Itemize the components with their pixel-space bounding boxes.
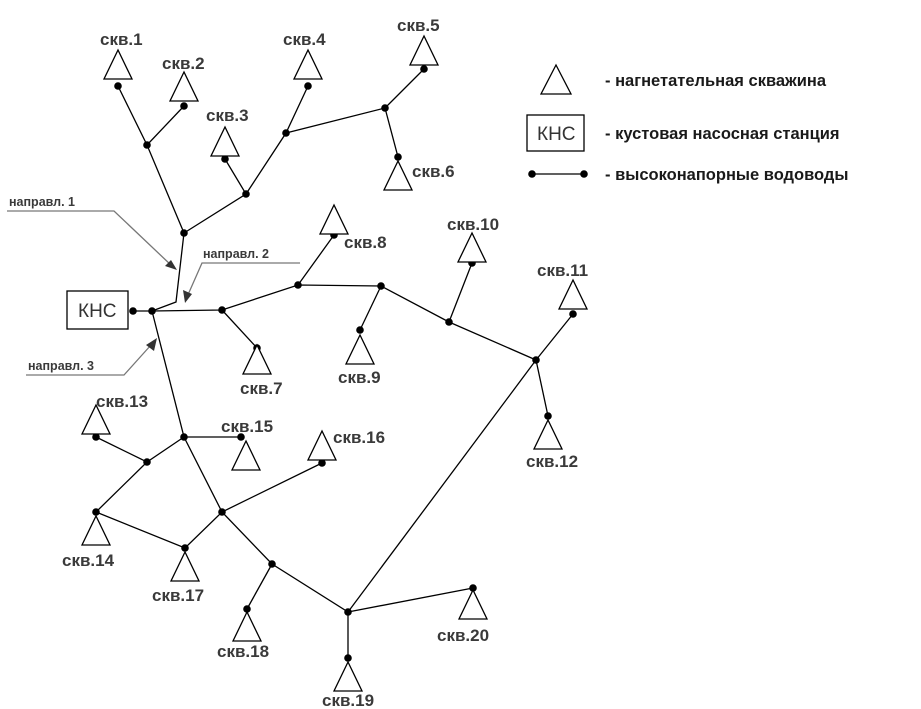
- direction-1-arrowhead: [165, 260, 177, 270]
- well-6-icon: [382, 159, 414, 191]
- legend-pipe-text: - высоконапорные водоводы: [605, 166, 848, 184]
- well-18-icon: [231, 610, 263, 642]
- well-label: скв.5: [397, 16, 440, 35]
- well-label: скв.2: [162, 54, 205, 73]
- pipelines: [94, 68, 574, 658]
- well-label: скв.12: [526, 452, 578, 471]
- well-1-icon: [102, 48, 134, 80]
- well-9-icon: [344, 333, 376, 365]
- well-10-icon: [456, 231, 488, 263]
- direction-1-label: направл. 1: [9, 195, 75, 209]
- kns-label: КНС: [78, 301, 117, 322]
- direction-3-label: направл. 3: [28, 359, 94, 373]
- well-labels: скв.1 скв.2 скв.3 скв.4 скв.5 скв.6 скв.…: [62, 16, 588, 709]
- well-label: скв.6: [412, 162, 455, 181]
- kns-station: КНС: [66, 290, 129, 330]
- pipe-dir2: [151, 284, 549, 417]
- well-label: скв.7: [240, 379, 283, 398]
- well-label: скв.3: [206, 106, 249, 125]
- well-label: скв.8: [344, 233, 387, 252]
- direction-2-arrowhead: [183, 290, 192, 303]
- legend-kns-label: КНС: [537, 124, 576, 145]
- well-3-icon: [209, 125, 241, 157]
- pipe-dir3: [151, 310, 349, 658]
- well-label: скв.20: [437, 626, 489, 645]
- well-15-icon: [230, 439, 262, 471]
- well-8-icon: [318, 203, 350, 235]
- wells: [80, 34, 589, 692]
- well-20-icon: [457, 588, 489, 620]
- well-label: скв.17: [152, 586, 204, 605]
- pipe-nodes: [92, 65, 577, 662]
- well-label: скв.11: [537, 261, 588, 280]
- direction-2-label: направл. 2: [203, 247, 269, 261]
- well-label: скв.1: [100, 30, 143, 49]
- legend-well-text: - нагнетательная скважина: [605, 72, 827, 90]
- well-19-icon: [332, 660, 364, 692]
- well-5-icon: [408, 34, 440, 66]
- well-label: скв.14: [62, 551, 115, 570]
- well-label: скв.16: [333, 428, 385, 447]
- well-17-icon: [169, 550, 201, 582]
- well-label: скв.18: [217, 642, 269, 661]
- well-14-icon: [80, 514, 112, 546]
- well-13-icon: [80, 403, 112, 435]
- well-label: скв.15: [221, 417, 273, 436]
- well-7-icon: [241, 343, 273, 375]
- direction-3-arrowhead: [146, 338, 157, 351]
- pipe-dir1: [117, 85, 185, 312]
- well-11-icon: [557, 278, 589, 310]
- well-label: скв.4: [283, 30, 326, 49]
- well-2-icon: [168, 70, 200, 102]
- legend: - нагнетательная скважина КНС - кустовая…: [526, 63, 848, 184]
- well-16-icon: [306, 429, 338, 461]
- legend-kns-box: [526, 114, 585, 152]
- well-12-icon: [532, 418, 564, 450]
- well-4-icon: [292, 48, 324, 80]
- legend-well-icon: [539, 63, 573, 95]
- legend-kns-text: - кустовая насосная станция: [605, 125, 840, 143]
- well-label: скв.13: [96, 392, 148, 411]
- well-label: скв.10: [447, 215, 499, 234]
- direction-annotations: направл. 1 направл. 2 направл. 3: [7, 195, 300, 376]
- well-label: скв.9: [338, 368, 381, 387]
- well-label: скв.19: [322, 691, 374, 709]
